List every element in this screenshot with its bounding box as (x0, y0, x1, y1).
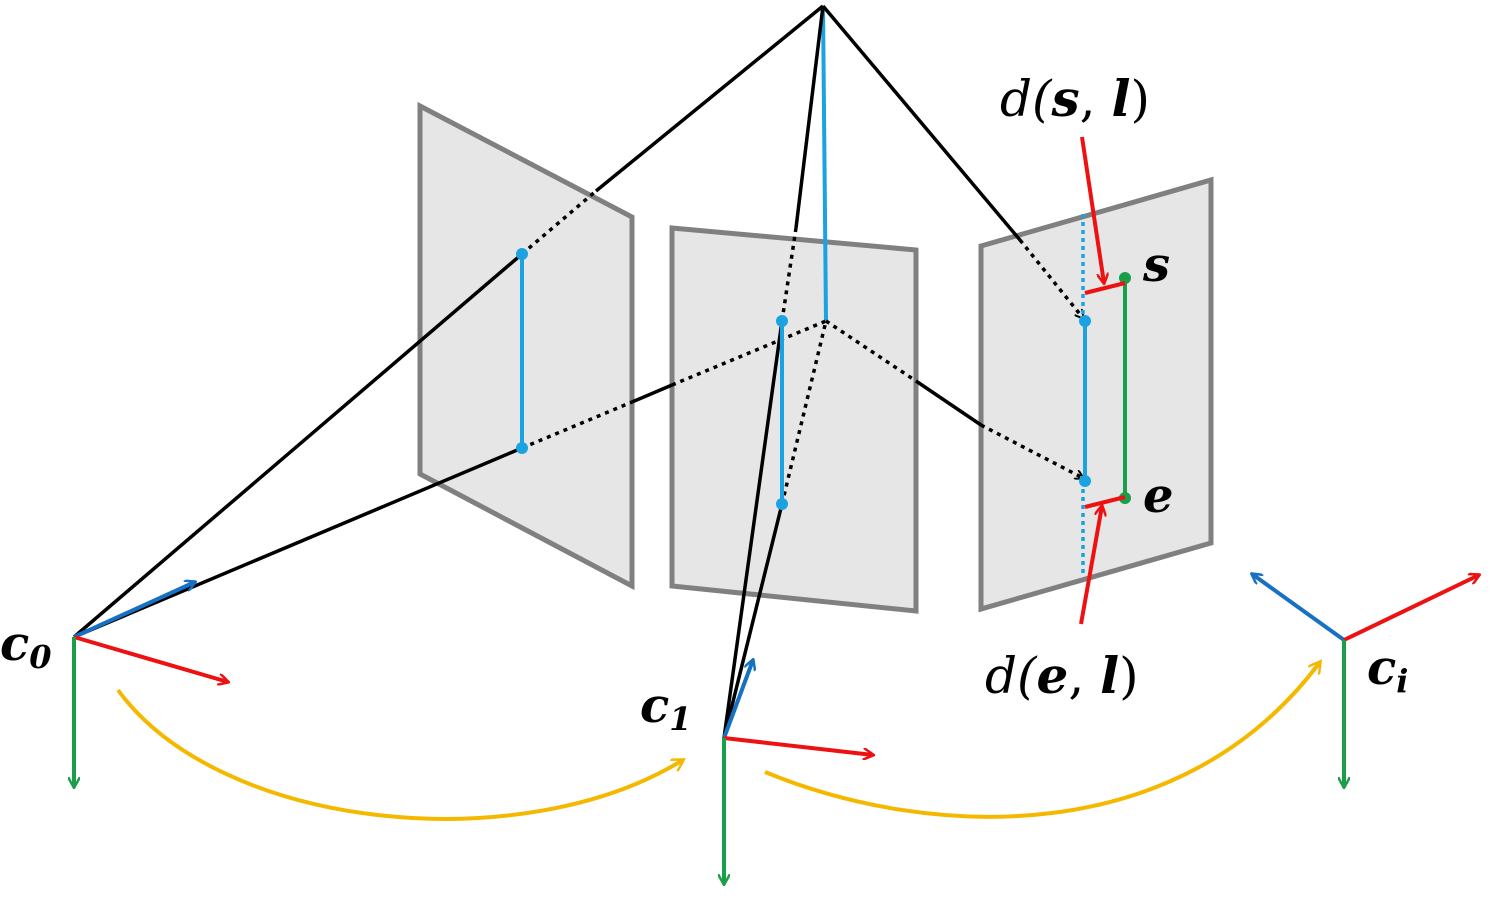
label-point-s: s (1142, 237, 1170, 293)
distance-arrow-e (1079, 506, 1102, 625)
label-distance-e: d(e, l) (985, 646, 1139, 705)
distance-arrow-s (1080, 136, 1104, 283)
projected-line-plane-1 (776, 315, 788, 510)
frame-axes-icon (724, 660, 873, 884)
distance-tick-s (1084, 281, 1126, 295)
projection-rays-c0 (72, 4, 827, 639)
image-plane-0 (417, 101, 635, 591)
motion-arc-icon (764, 662, 1320, 819)
label-distance-s: d(s, l) (1000, 69, 1150, 128)
frame-axes-icon (74, 582, 228, 787)
label-camera-c1: c1 (640, 678, 692, 738)
label-camera-ci: ci (1367, 640, 1408, 700)
image-plane-i (978, 176, 1214, 613)
point-s-marker (1119, 272, 1131, 284)
label-point-e: e (1143, 468, 1174, 524)
projection-rays-ci (821, 4, 1083, 478)
image-plane-1 (669, 225, 919, 614)
motion-arc-icon (116, 688, 683, 821)
3d-line-segment (821, 5, 828, 322)
projected-line-plane-0 (516, 248, 528, 454)
projection-rays-c1 (722, 5, 828, 739)
frame-axes-icon (1252, 574, 1479, 787)
distance-tick-e (1084, 495, 1126, 509)
projected-line-plane-i (1079, 214, 1091, 577)
label-camera-c0: c0 (0, 616, 52, 676)
